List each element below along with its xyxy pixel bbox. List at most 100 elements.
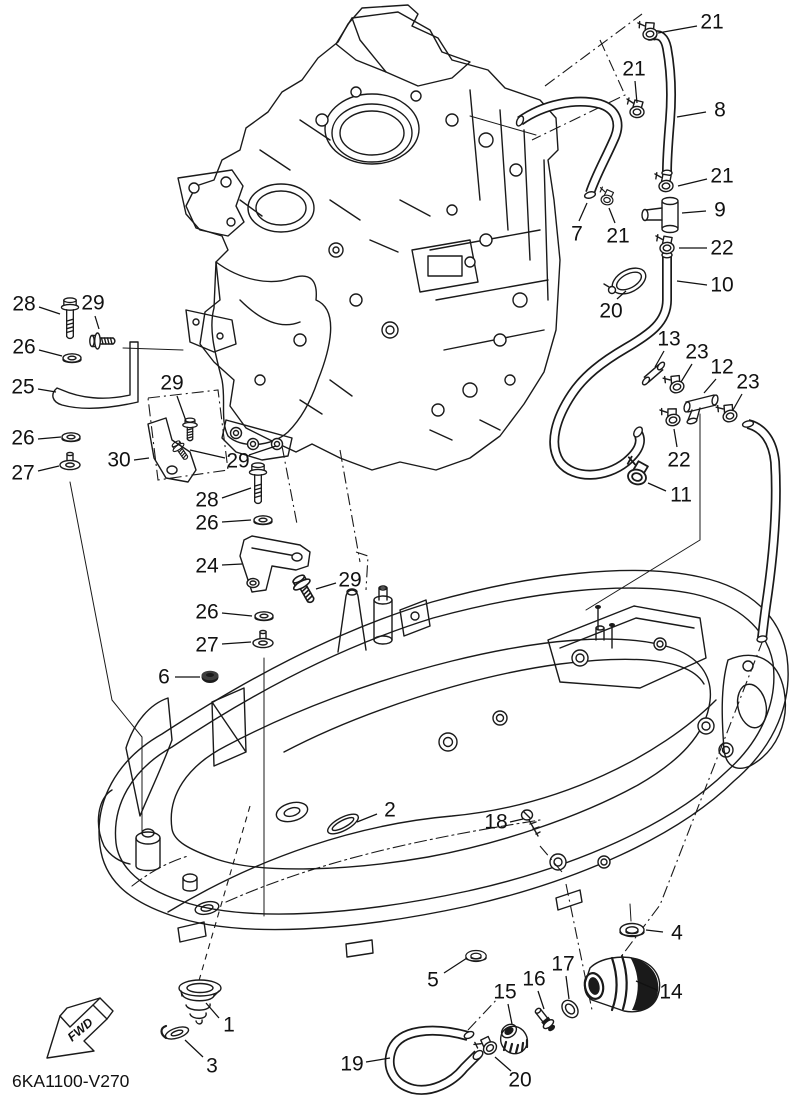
callout-leader-lines — [37, 25, 743, 1072]
part-22-clamp — [655, 232, 676, 256]
construction-lines — [69, 13, 764, 1031]
leader-line — [184, 1039, 204, 1058]
fwd-label: FWD — [65, 1015, 96, 1044]
callout-17[interactable]: 17 — [551, 953, 574, 976]
callout-19[interactable]: 19 — [340, 1053, 363, 1076]
callout-14[interactable]: 14 — [659, 981, 683, 1004]
callout-30[interactable]: 30 — [107, 449, 130, 472]
part-20-retainer — [603, 267, 647, 295]
callout-9[interactable]: 9 — [714, 199, 726, 222]
callout-29[interactable]: 29 — [338, 569, 361, 592]
part-15-knurled-nut — [499, 1023, 529, 1055]
callout-15[interactable]: 15 — [493, 981, 516, 1004]
callout-23[interactable]: 23 — [685, 341, 708, 364]
leader-line — [221, 612, 253, 617]
callout-20[interactable]: 20 — [508, 1069, 531, 1092]
callout-21[interactable]: 21 — [622, 58, 645, 81]
part-21-clamp — [626, 97, 645, 119]
leader-line — [680, 363, 693, 383]
part-13-sleeve — [641, 361, 666, 386]
callout-22[interactable]: 22 — [710, 237, 733, 260]
leader-line — [654, 350, 665, 368]
callout-20[interactable]: 20 — [599, 300, 622, 323]
callout-12[interactable]: 12 — [710, 356, 733, 379]
leader-line — [507, 1003, 513, 1025]
part-21-clamp — [597, 186, 616, 207]
callout-26[interactable]: 26 — [12, 336, 35, 359]
part-1-drain-plug — [178, 979, 222, 1025]
part-9-tee-fitting — [641, 196, 679, 234]
callout-21[interactable]: 21 — [700, 11, 723, 34]
part-29-screw — [288, 571, 321, 608]
leader-line — [37, 388, 57, 393]
callout-13[interactable]: 13 — [657, 328, 680, 351]
part-7-hose — [515, 96, 623, 199]
callout-2[interactable]: 2 — [384, 799, 396, 822]
leader-line — [37, 465, 60, 472]
engine-block-illustration — [177, 4, 561, 471]
part-21-clamp — [637, 18, 659, 42]
callout-28[interactable]: 28 — [12, 293, 35, 316]
part-3-gasket — [160, 1024, 190, 1040]
part-28-bolt — [248, 462, 268, 505]
part-19-hose — [384, 1025, 484, 1095]
callout-7[interactable]: 7 — [571, 223, 583, 246]
callout-16[interactable]: 16 — [522, 968, 545, 991]
leader-line — [221, 563, 243, 566]
callout-4[interactable]: 4 — [671, 922, 683, 945]
part-8-hose — [646, 30, 676, 177]
callout-11[interactable]: 11 — [670, 484, 692, 507]
callout-27[interactable]: 27 — [195, 634, 218, 657]
leader-line — [703, 378, 717, 394]
callout-26[interactable]: 26 — [11, 427, 34, 450]
leader-line — [133, 457, 150, 461]
part-27-damper — [59, 451, 81, 471]
leader-line — [634, 80, 638, 104]
part-5-grommet — [465, 949, 487, 963]
leader-line — [94, 315, 100, 330]
callout-26[interactable]: 26 — [195, 601, 218, 624]
leader-line — [221, 641, 252, 645]
callout-27[interactable]: 27 — [11, 462, 34, 485]
leader-line — [578, 202, 588, 222]
leader-line — [608, 207, 616, 224]
part-22-clamp — [659, 403, 682, 429]
callout-22[interactable]: 22 — [667, 449, 690, 472]
callout-21[interactable]: 21 — [710, 165, 733, 188]
leader-line — [732, 393, 743, 411]
leader-line — [647, 482, 667, 492]
drain-hose-right — [741, 419, 781, 643]
callout-24[interactable]: 24 — [195, 555, 219, 578]
part-4-grommet — [619, 922, 645, 938]
part-16-fitting — [534, 1007, 556, 1032]
callout-10[interactable]: 10 — [710, 274, 733, 297]
part-14-cap — [583, 954, 661, 1013]
callout-1[interactable]: 1 — [223, 1014, 235, 1037]
callout-29[interactable]: 29 — [160, 372, 183, 395]
part-26-washer — [254, 611, 274, 622]
callout-28[interactable]: 28 — [195, 489, 218, 512]
callout-6[interactable]: 6 — [158, 666, 170, 689]
part-24-bracket — [239, 535, 311, 593]
callout-5[interactable]: 5 — [427, 969, 439, 992]
callout-18[interactable]: 18 — [484, 811, 507, 834]
callout-21[interactable]: 21 — [606, 225, 629, 248]
leader-line — [681, 210, 707, 214]
leader-line — [645, 929, 664, 933]
callout-29[interactable]: 29 — [81, 292, 104, 315]
callout-25[interactable]: 25 — [11, 376, 34, 399]
callout-23[interactable]: 23 — [736, 371, 759, 394]
leader-line — [635, 980, 658, 991]
leader-line — [676, 111, 707, 118]
fwd-arrow: FWD — [46, 997, 114, 1059]
callout-29[interactable]: 29 — [226, 450, 249, 473]
callout-3[interactable]: 3 — [206, 1055, 218, 1078]
leader-line — [616, 290, 627, 300]
leader-line — [676, 280, 708, 286]
leader-line — [38, 349, 63, 357]
callout-8[interactable]: 8 — [714, 99, 726, 122]
callout-26[interactable]: 26 — [195, 512, 218, 535]
part-6-nut — [201, 670, 219, 683]
part-26-washer — [62, 353, 82, 364]
